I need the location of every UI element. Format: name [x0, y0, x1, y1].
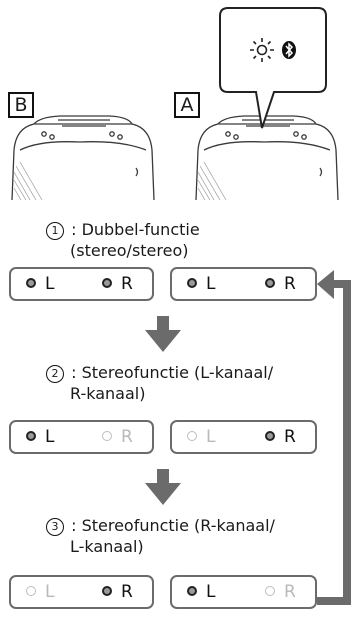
led-dot	[265, 586, 275, 596]
led-dot	[102, 431, 112, 441]
speakers-illustration	[11, 7, 339, 200]
speaker-a-grille	[197, 161, 227, 200]
mode-1-left-indicator-l: L	[26, 269, 54, 299]
down-arrow-icon	[145, 316, 181, 352]
mode-1-title-line1: Dubbel-functie	[81, 220, 200, 239]
mode-1-number: 1	[46, 222, 64, 240]
led-dot	[26, 586, 36, 596]
mode-1-left-panel: L R	[9, 267, 154, 301]
mode-3-left-indicator-l: L	[26, 577, 54, 607]
mode-2-right-indicator-r: R	[265, 422, 296, 452]
mode-2-left-panel: L R	[9, 420, 154, 454]
mode-1-left-indicator-r: R	[102, 269, 133, 299]
mode-3-right-indicator-l: L	[187, 577, 215, 607]
mode-1-right-indicator-l: L	[187, 269, 215, 299]
blinking-light-icon	[250, 38, 274, 62]
mode-1-right-indicator-r: R	[265, 269, 296, 299]
loop-arrow-icon	[317, 270, 351, 605]
speaker-b	[11, 115, 155, 200]
mode-2-left-indicator-l: L	[26, 422, 54, 452]
bluetooth-icon	[282, 41, 296, 59]
mode-1-caption: 1 : Dubbel-functie (stereo/stereo)	[46, 219, 200, 261]
mode-3-title-line2: L-kanaal)	[70, 537, 144, 556]
mode-3-right-panel: L R	[170, 575, 317, 609]
mode-3-right-indicator-r: R	[265, 577, 296, 607]
led-dot	[187, 278, 197, 288]
speaker-b-grille	[13, 161, 43, 200]
callout-bubble	[219, 7, 327, 129]
led-dot	[26, 431, 36, 441]
mode-2-left-indicator-r: R	[102, 422, 133, 452]
mode-3-left-panel: L R	[9, 575, 154, 609]
down-arrow-icon	[145, 469, 181, 505]
mode-2-right-panel: L R	[170, 420, 317, 454]
mode-1-title-line2: (stereo/stereo)	[70, 241, 189, 260]
mode-2-title-line1: Stereofunctie (L-kanaal/	[81, 363, 274, 382]
speaker-a	[195, 115, 339, 200]
mode-2-right-indicator-l: L	[187, 422, 215, 452]
mode-2-title-line2: R-kanaal)	[70, 384, 146, 403]
led-dot	[265, 431, 275, 441]
mode-1-right-panel: L R	[170, 267, 317, 301]
led-dot	[102, 586, 112, 596]
led-dot	[187, 586, 197, 596]
mode-3-title-line1: Stereofunctie (R-kanaal/	[81, 516, 275, 535]
led-dot	[26, 278, 36, 288]
speaker-a-label: A	[174, 92, 200, 118]
speaker-b-label: B	[8, 92, 34, 118]
led-dot	[265, 278, 275, 288]
mode-2-number: 2	[46, 365, 64, 383]
mode-3-number: 3	[46, 518, 64, 536]
led-dot	[187, 431, 197, 441]
mode-3-left-indicator-r: R	[102, 577, 133, 607]
led-dot	[102, 278, 112, 288]
mode-2-caption: 2 : Stereofunctie (L-kanaal/ R-kanaal)	[46, 362, 273, 404]
mode-3-caption: 3 : Stereofunctie (R-kanaal/ L-kanaal)	[46, 515, 275, 557]
